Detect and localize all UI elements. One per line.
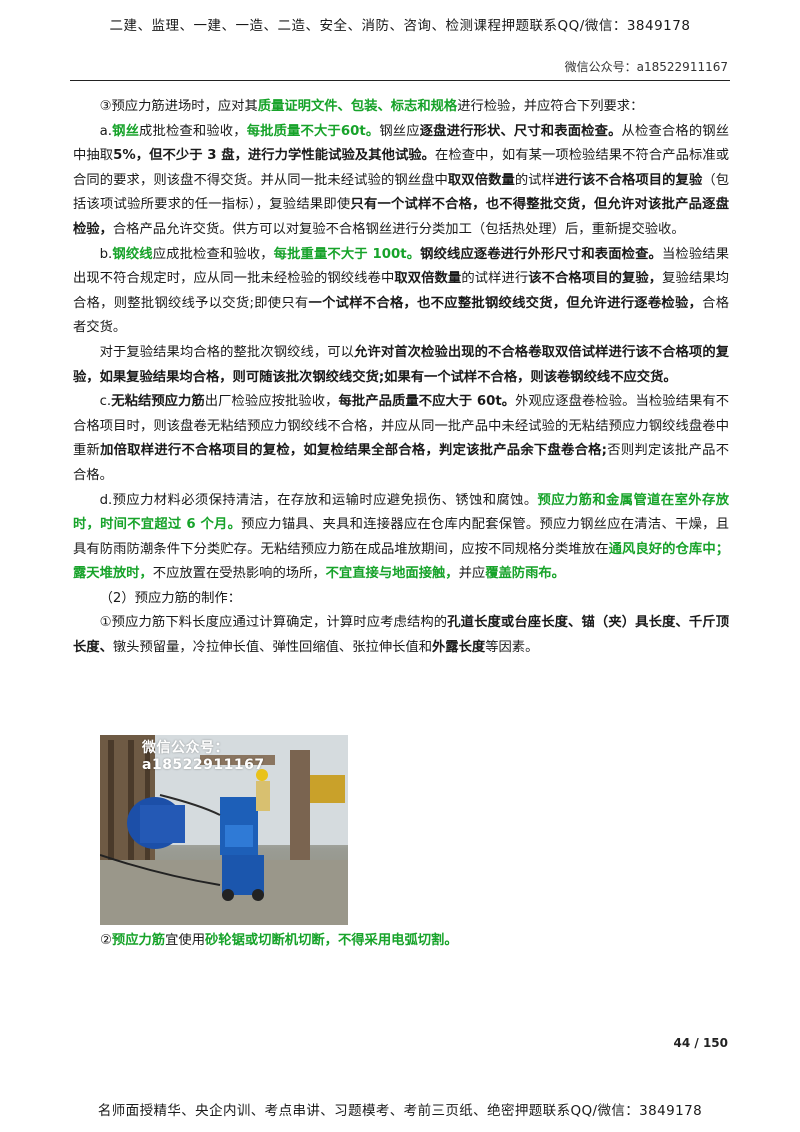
top-banner: 二建、监理、一建、一造、二造、安全、消防、咨询、检测课程押题联系QQ/微信：38… [109, 18, 691, 34]
paragraph-storage: d.预应力材料必须保持清洁，在存放和运输时应避免损伤、锈蚀和腐蚀。预应力筋和金属… [73, 492, 730, 582]
section-heading-fabrication: （2）预应力筋的制作： [99, 590, 242, 606]
account-line: 微信公众号：a18522911167 [564, 60, 728, 74]
photo-watermark: 微信公众号：a18522911167 [142, 740, 265, 773]
paragraph-cut-length: ①预应力筋下料长度应通过计算确定，计算时应考虑结构的孔道长度或台座长度、锚（夹）… [73, 615, 730, 656]
paragraph-unbonded: c.无粘结预应力筋出厂检验应按批验收，每批产品质量不应大于 60t。外观应逐盘卷… [73, 394, 730, 483]
paragraph-strand-recheck: 对于复验结果均合格的整批次钢绞线，可以允许对首次检验出现的不合格卷取双倍试样进行… [73, 344, 730, 385]
construction-photo: 微信公众号：a18522911167 [100, 735, 348, 925]
paragraph-inspection-intro: ③预应力筋进场时，应对其质量证明文件、包装、标志和规格进行检验，并应符合下列要求… [99, 99, 644, 114]
paragraph-steel-wire: a.钢丝成批检查和验收，每批质量不大于60t。钢丝应逐盘进行形状、尺寸和表面检查… [73, 123, 730, 237]
bottom-banner: 名师面授精华、央企内训、考点串讲、习题模考、考前三页纸、绝密押题联系QQ/微信：… [97, 1103, 703, 1119]
header-rule [70, 80, 730, 81]
site-illustration [100, 735, 348, 925]
page-content: ③预应力筋进场时，应对其质量证明文件、包装、标志和规格进行检验，并应符合下列要求… [73, 95, 729, 661]
page-number: 44 / 150 [673, 1036, 729, 1050]
paragraph-cutting-method: ②预应力筋宜使用砂轮锯或切断机切断，不得采用电弧切割。 [100, 933, 458, 948]
paragraph-strand: b.钢绞线应成批检查和验收，每批重量不大于 100t。钢绞线应逐卷进行外形尺寸和… [73, 246, 730, 336]
